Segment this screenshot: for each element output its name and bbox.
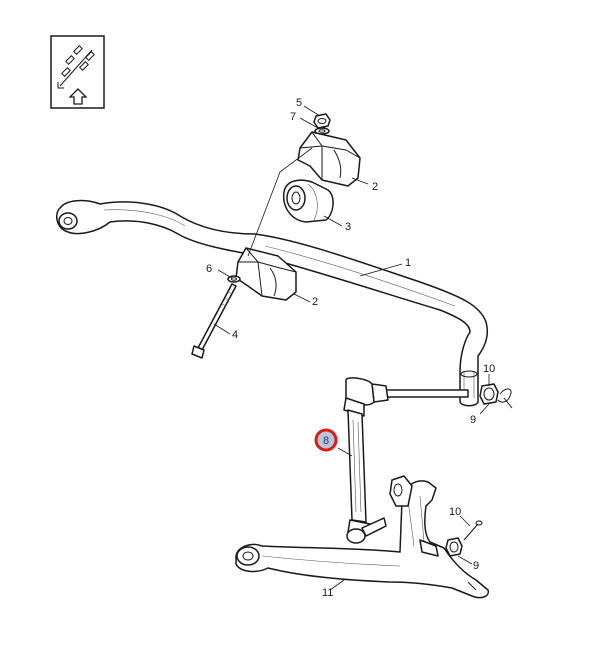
callout-10-upper: 10 [483, 363, 495, 375]
callout-4: 4 [232, 329, 238, 341]
callout-2-upper: 2 [372, 181, 378, 193]
callout-2-lower: 2 [312, 296, 318, 308]
mini-exploded-view-icon [57, 45, 95, 89]
callout-5: 5 [296, 97, 302, 109]
nut-9-lower[interactable] [445, 537, 463, 557]
stabilizer-link[interactable] [343, 377, 469, 544]
callout-8-highlight[interactable]: 8 [314, 428, 338, 452]
bolt[interactable] [191, 283, 237, 359]
nut-5[interactable] [313, 113, 331, 129]
stabilizer-bar[interactable] [55, 199, 489, 407]
leader-lines [213, 105, 490, 591]
up-arrow-icon [68, 88, 88, 105]
callout-1: 1 [405, 257, 411, 269]
lower-control-arm[interactable] [235, 475, 490, 599]
callout-6: 6 [206, 263, 212, 275]
callout-11: 11 [322, 587, 333, 599]
cotter-pin-upper[interactable] [497, 388, 513, 409]
callout-labels: 1 2 2 3 4 5 6 7 9 9 10 10 11 8 [206, 97, 495, 599]
callout-8: 8 [323, 435, 329, 447]
bushing[interactable] [282, 179, 334, 223]
callout-3: 3 [345, 221, 351, 233]
callout-7: 7 [290, 111, 296, 123]
cotter-pin-lower[interactable] [463, 520, 483, 541]
nut-9-upper[interactable] [479, 383, 499, 405]
callout-9-upper: 9 [470, 414, 476, 426]
callout-10-lower: 10 [449, 506, 461, 518]
callout-9-lower: 9 [473, 560, 479, 572]
highlight-ring [314, 428, 338, 452]
bracket-upper[interactable] [297, 131, 361, 187]
orientation-nav-icon[interactable] [50, 35, 105, 109]
washer-7[interactable] [314, 127, 330, 135]
bracket-lower[interactable] [235, 247, 297, 301]
